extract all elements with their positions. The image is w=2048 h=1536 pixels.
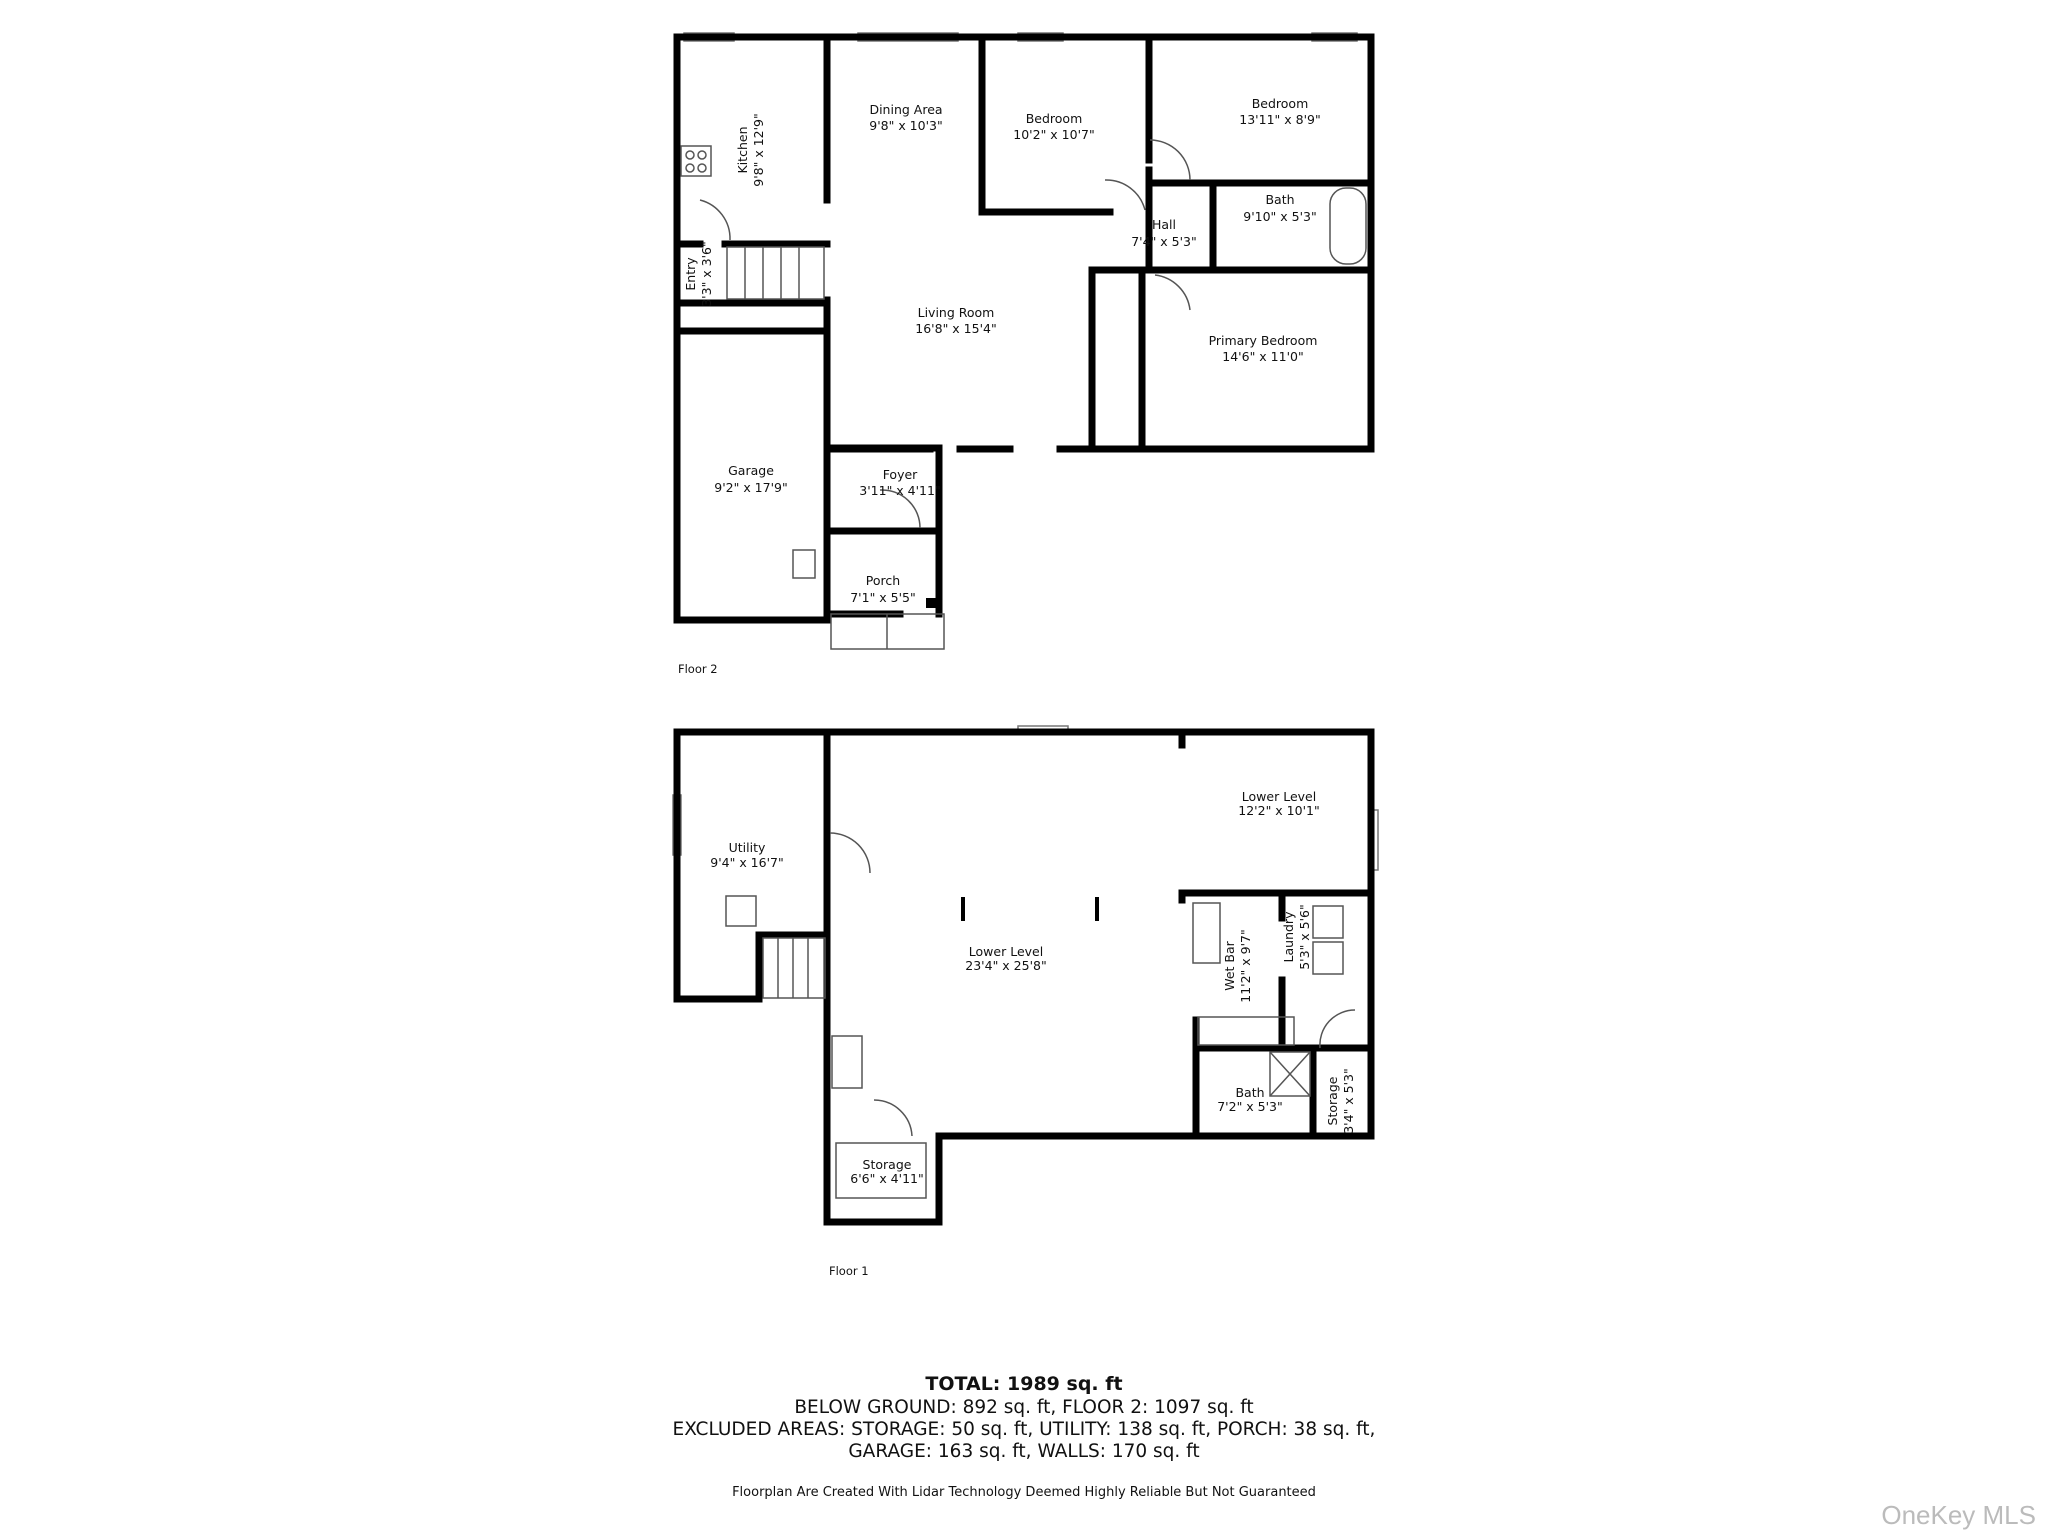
room-name-bedroom-2: Bedroom: [1252, 96, 1309, 111]
room-name-kitchen: Kitchen: [735, 127, 750, 174]
room-name-lower-level-small: Lower Level: [1242, 789, 1316, 804]
shower: [1269, 1051, 1311, 1097]
floor-1-label: Floor 1: [829, 1264, 869, 1278]
room-size-utility: 9'4" x 16'7": [710, 855, 783, 870]
room-name-storage-small: Storage: [1325, 1076, 1340, 1125]
excluded-areas: EXCLUDED AREAS: STORAGE: 50 sq. ft, UTIL…: [672, 1419, 1376, 1440]
fixture: [831, 1035, 863, 1089]
door-swing: [1104, 179, 1146, 211]
room-name-laundry: Laundry: [1281, 911, 1296, 963]
floor-2-walls: [673, 33, 1375, 624]
room-name-entry: Entry: [683, 257, 698, 291]
garage-fixture: [792, 549, 816, 579]
room-name-bath-lower: Bath: [1235, 1085, 1264, 1100]
post-marker: [926, 598, 936, 608]
room-size-porch: 7'1" x 5'5": [850, 590, 916, 605]
floor-1-walls: [673, 728, 1375, 1226]
door-swing: [879, 489, 921, 529]
wet-bar-sink: [1197, 1016, 1295, 1046]
column: [961, 897, 965, 921]
room-name-living: Living Room: [918, 305, 995, 320]
room-name-primary-bedroom: Primary Bedroom: [1209, 333, 1318, 348]
room-size-laundry: 5'3" x 5'6": [1297, 904, 1312, 970]
room-size-bedroom-2: 13'11" x 8'9": [1239, 112, 1320, 127]
room-size-living: 16'8" x 15'4": [915, 321, 996, 336]
room-name-wet-bar: Wet Bar: [1222, 940, 1237, 990]
room-size-primary-bedroom: 14'6" x 11'0": [1222, 349, 1303, 364]
storage-shelf: [835, 1142, 927, 1199]
floor-2-label: Floor 2: [678, 662, 718, 676]
room-size-dining: 9'8" x 10'3": [869, 118, 942, 133]
floor-1-plan: Utility 9'4" x 16'7" Lower Level 12'2" x…: [672, 725, 1379, 1278]
room-name-foyer: Foyer: [883, 467, 918, 482]
utility-equipment: [725, 895, 757, 927]
room-name-bath: Bath: [1265, 192, 1294, 207]
room-size-foyer: 3'11" x 4'11": [859, 483, 940, 498]
door-swing: [699, 199, 731, 241]
room-size-garage: 9'2" x 17'9": [714, 480, 787, 495]
door-swing: [1149, 139, 1191, 181]
disclaimer: Floorplan Are Created With Lidar Technol…: [732, 1485, 1316, 1500]
door-swing: [1154, 274, 1191, 311]
wet-bar-counter: [1192, 902, 1221, 964]
room-name-hall: Hall: [1152, 217, 1176, 232]
room-size-bath: 9'10" x 5'3": [1243, 209, 1316, 224]
room-size-lower-level-small: 12'2" x 10'1": [1238, 803, 1319, 818]
stairs: [726, 246, 825, 300]
room-size-bath-lower: 7'2" x 5'3": [1217, 1099, 1283, 1114]
washer: [1312, 905, 1344, 939]
room-name-garage: Garage: [728, 463, 774, 478]
room-size-storage: 6'6" x 4'11": [850, 1171, 923, 1186]
watermark: OneKey MLS: [1881, 1500, 2036, 1530]
door-swing: [873, 1099, 913, 1137]
room-name-storage: Storage: [863, 1157, 912, 1172]
room-name-lower-level-main: Lower Level: [969, 944, 1043, 959]
room-name-porch: Porch: [866, 573, 900, 588]
room-size-storage-small: 3'4" x 5'3": [1341, 1068, 1356, 1134]
room-size-hall: 7'4" x 5'3": [1131, 234, 1197, 249]
room-name-bedroom: Bedroom: [1026, 111, 1083, 126]
room-size-entry: 3'3" x 3'6": [699, 241, 714, 307]
room-size-bedroom: 10'2" x 10'7": [1013, 127, 1094, 142]
door-swing: [829, 832, 871, 874]
kitchen-stove: [680, 145, 712, 177]
room-size-lower-level-main: 23'4" x 25'8": [965, 958, 1046, 973]
column: [1095, 897, 1099, 921]
room-size-wet-bar: 11'2" x 9'7": [1238, 929, 1253, 1002]
floor-2-plan: Kitchen 9'8" x 12'9" Dining Area 9'8" x …: [673, 32, 1375, 676]
excluded-areas-continued: GARAGE: 163 sq. ft, WALLS: 170 sq. ft: [848, 1441, 1200, 1462]
stairs: [762, 937, 826, 999]
area-breakdown: BELOW GROUND: 892 sq. ft, FLOOR 2: 1097 …: [794, 1397, 1254, 1418]
door-swing: [1319, 1009, 1356, 1049]
bathtub: [1329, 187, 1367, 265]
total-area: TOTAL: 1989 sq. ft: [925, 1373, 1123, 1395]
room-name-utility: Utility: [729, 840, 766, 855]
room-size-kitchen: 9'8" x 12'9": [751, 113, 766, 186]
dryer: [1312, 941, 1344, 975]
room-name-dining: Dining Area: [869, 102, 942, 117]
